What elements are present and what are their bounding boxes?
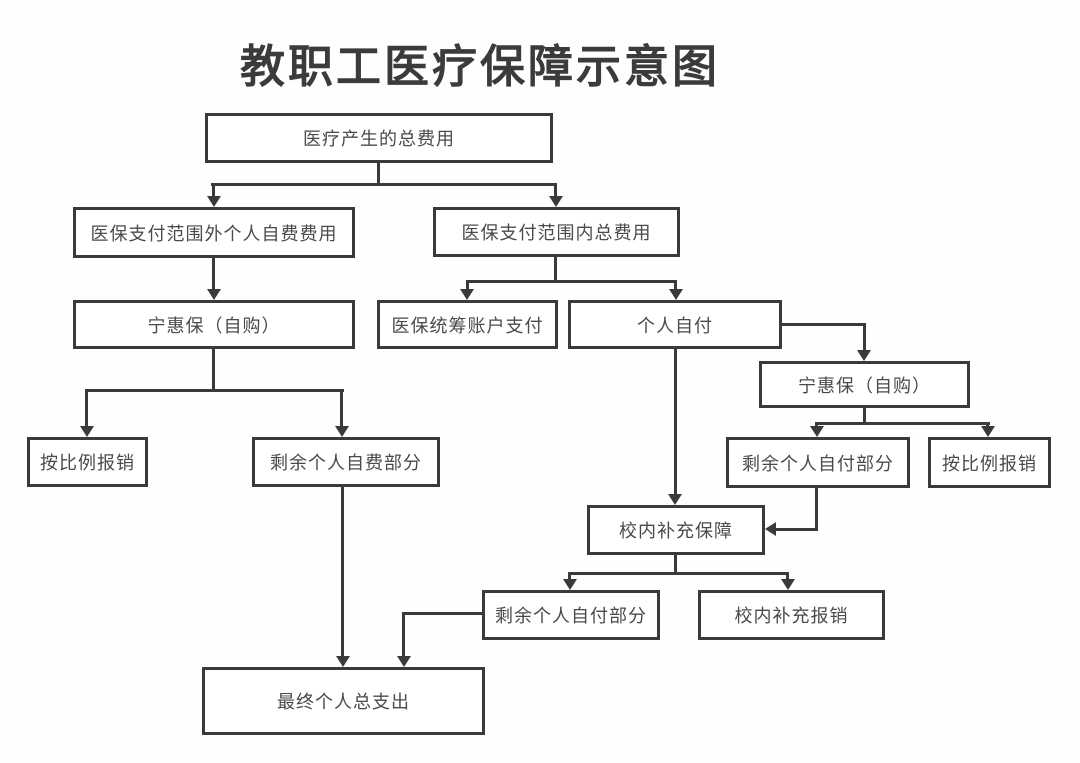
node-school-supplement-reimburse: 校内补充报销 — [698, 590, 885, 640]
arrow-left-icon — [765, 522, 776, 536]
node-personal-self-pay: 个人自付 — [568, 300, 782, 349]
arrow-down-icon — [336, 656, 350, 667]
connector-line — [85, 389, 344, 392]
connector-line — [466, 280, 469, 292]
node-proportional-reimburse-left: 按比例报销 — [27, 437, 148, 487]
node-remaining-self-pay-bottom: 剩余个人自付部分 — [482, 590, 660, 640]
arrow-down-icon — [981, 426, 995, 437]
connector-line — [568, 572, 571, 580]
arrow-down-icon — [335, 426, 349, 437]
connector-line — [85, 389, 88, 427]
connector-line — [786, 572, 789, 580]
connector-line — [377, 163, 380, 186]
arrow-down-icon — [669, 289, 683, 300]
connector-line — [815, 422, 990, 425]
arrow-down-icon — [781, 579, 795, 590]
arrow-down-icon — [668, 494, 682, 505]
node-outside-scope-self-expense: 医保支付范围外个人自费费用 — [73, 207, 355, 258]
arrow-down-icon — [857, 350, 871, 361]
arrow-down-icon — [207, 196, 221, 207]
connector-line — [212, 183, 215, 198]
arrow-down-icon — [80, 426, 94, 437]
connector-line — [674, 280, 677, 292]
connector-line — [341, 487, 344, 657]
node-total-medical-cost: 医疗产生的总费用 — [205, 113, 553, 163]
connector-line — [782, 323, 866, 326]
connector-line — [568, 572, 789, 575]
connector-line — [402, 612, 405, 657]
connector-line — [674, 348, 677, 495]
connector-line — [815, 422, 818, 428]
connector-line — [815, 488, 818, 531]
node-school-supplement-insurance: 校内补充保障 — [587, 505, 765, 555]
arrow-down-icon — [397, 656, 411, 667]
arrow-down-icon — [460, 289, 474, 300]
arrow-down-icon — [810, 426, 824, 437]
connector-line — [212, 349, 215, 392]
node-pooled-account-pay: 医保统筹账户支付 — [377, 300, 558, 349]
connector-line — [211, 183, 557, 186]
arrow-down-icon — [563, 579, 577, 590]
connector-line — [863, 323, 866, 353]
arrow-down-icon — [207, 289, 221, 300]
connector-line — [402, 612, 482, 615]
connector-line — [466, 280, 677, 283]
node-remaining-self-expense: 剩余个人自费部分 — [252, 437, 440, 487]
connector-line — [863, 408, 866, 425]
connector-line — [776, 528, 818, 531]
node-final-personal-total: 最终个人总支出 — [202, 667, 485, 735]
node-remaining-self-pay-right: 剩余个人自付部分 — [726, 437, 910, 488]
node-inside-scope-total: 医保支付范围内总费用 — [433, 207, 680, 257]
node-proportional-reimburse-right: 按比例报销 — [928, 437, 1051, 488]
node-ninghuibao-left: 宁惠保（自购） — [73, 300, 355, 349]
diagram-title: 教职工医疗保障示意图 — [239, 40, 720, 93]
node-ninghuibao-right: 宁惠保（自购） — [759, 361, 970, 408]
connector-line — [212, 258, 215, 292]
connector-line — [554, 257, 557, 283]
connector-line — [340, 389, 343, 427]
arrow-down-icon — [549, 196, 563, 207]
connector-line — [554, 183, 557, 198]
connector-line — [674, 555, 677, 575]
connector-line — [986, 422, 989, 428]
